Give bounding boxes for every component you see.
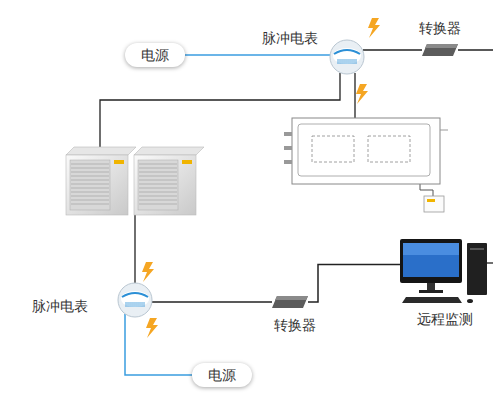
converter-box: 转换器 [422, 44, 458, 56]
indoor-unit [284, 118, 448, 184]
heat-pump-unit [134, 147, 204, 215]
node-label: 电源 [208, 366, 236, 384]
connector [185, 54, 330, 56]
wire [420, 184, 433, 196]
connector [125, 314, 192, 375]
heat-pump-unit [66, 147, 136, 215]
lightning-bolt [356, 84, 368, 104]
node-label: 转换器 [274, 316, 316, 334]
computer-symbol [400, 239, 490, 305]
converter-symbol [422, 44, 458, 56]
node-label: 转换器 [419, 19, 461, 37]
converter-symbol [272, 296, 308, 308]
controller [424, 196, 444, 212]
meter-symbol [117, 282, 153, 318]
converter-box: 转换器 [272, 296, 308, 308]
connector [363, 49, 422, 51]
lightning-bolt [368, 18, 380, 38]
computer-node: 远程监测 [400, 239, 490, 328]
power-source-box: 电源 [125, 43, 185, 67]
node-label: 电源 [141, 46, 169, 64]
node-label: 脉冲电表 [32, 297, 88, 315]
lightning-bolt [146, 318, 158, 338]
meter-symbol [329, 39, 365, 75]
pulse-meter: 脉冲电表 [329, 39, 365, 75]
wire [458, 49, 493, 50]
connector [308, 264, 400, 302]
node-label: 脉冲电表 [262, 29, 318, 47]
power-source-box: 电源 [192, 363, 252, 387]
pulse-meter: 脉冲电表 [117, 282, 153, 318]
node-label: 远程监测 [417, 310, 473, 328]
lightning-bolt [142, 262, 154, 282]
wire [354, 73, 355, 118]
wire [134, 215, 135, 283]
connector [152, 301, 272, 303]
